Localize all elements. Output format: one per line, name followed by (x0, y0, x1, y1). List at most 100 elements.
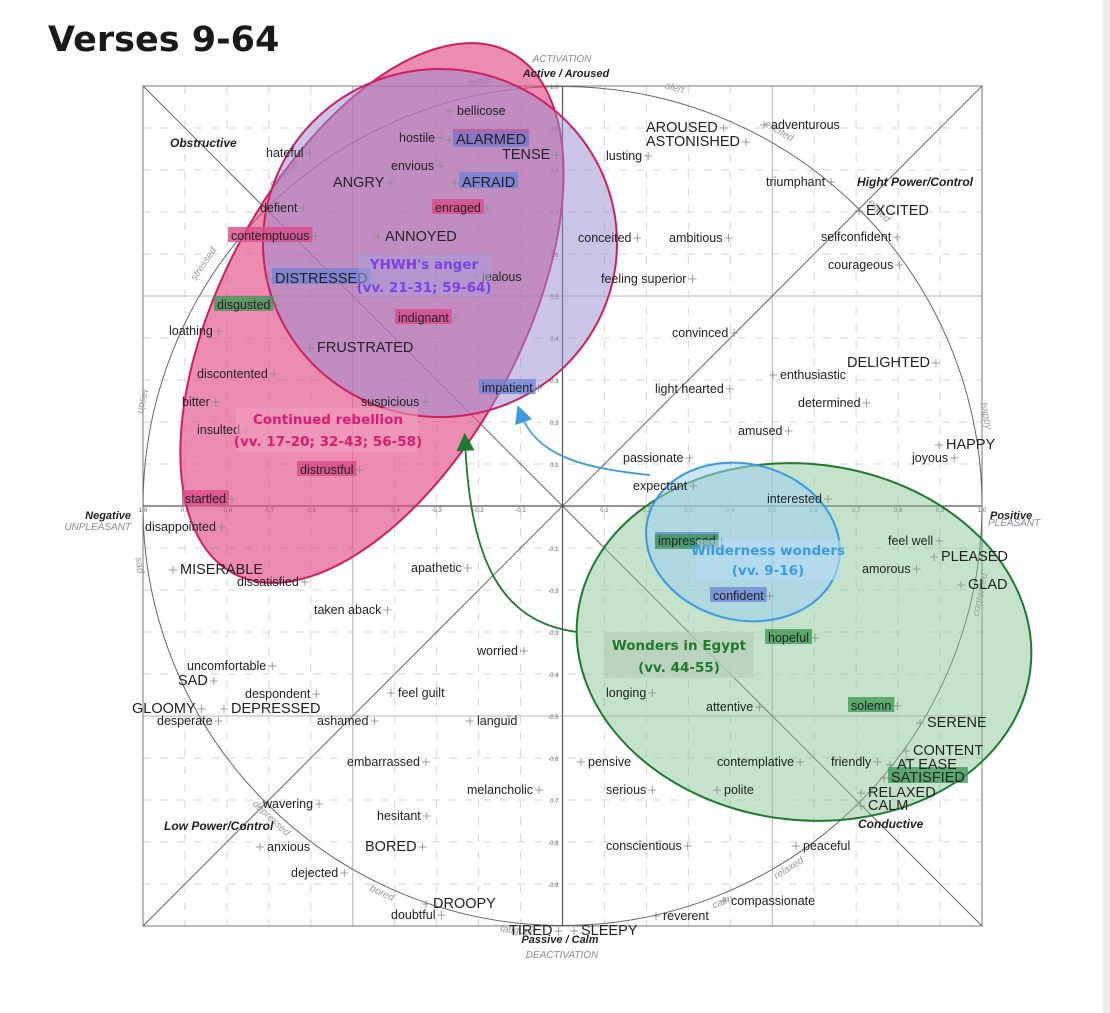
negative-label: Negative (85, 510, 131, 522)
activation-label: ACTIVATION (532, 54, 592, 65)
emotion-item: AT EASE (886, 757, 957, 773)
y-tick-label: 1.0 (550, 85, 559, 91)
emotion-label: ALARMED (456, 132, 526, 148)
emotion-label: BORED (365, 839, 417, 855)
emotion-item: feel well (888, 534, 944, 548)
emotion-item: loathing (169, 324, 223, 338)
y-tick-label: -0.1 (548, 547, 559, 553)
emotion-item: doubtful (391, 908, 446, 922)
emotion-label: AT EASE (897, 757, 957, 773)
page-title: Verses 9-64 (48, 20, 280, 60)
emotion-item: convinced (672, 326, 739, 340)
deactivation-label: DEACTIVATION (526, 950, 599, 961)
y-tick-label: -0.5 (548, 715, 559, 721)
emotion-item: ambitious (669, 231, 733, 245)
low-power-label: Low Power/Control (164, 819, 274, 833)
emotion-label: joyous (911, 451, 948, 465)
emotion-label: indignant (398, 311, 449, 325)
emotion-label: selfconfident (821, 230, 892, 244)
emotion-label: ambitious (669, 231, 723, 245)
emotion-label: longing (606, 686, 646, 700)
emotion-item: despondent (245, 687, 321, 701)
emotion-item: melancholic (467, 783, 544, 797)
emotion-label: solemn (851, 699, 891, 713)
emotion-item: GLAD (957, 577, 1008, 593)
rim-label: alert (664, 80, 687, 96)
emotion-label: peaceful (803, 839, 850, 853)
emotion-item: bellicose (446, 104, 506, 118)
emotion-item: ANGRY (333, 175, 395, 191)
emotion-item: reverent (652, 909, 709, 923)
emotion-label: contemptuous (231, 229, 310, 243)
emotion-label: RELAXED (868, 785, 936, 801)
x-tick-label: 0.9 (936, 508, 945, 514)
x-tick-label: -0.2 (473, 508, 484, 514)
emotion-item: serious (606, 783, 657, 797)
emotion-item: DISTRESSED (264, 271, 368, 287)
emotion-item: SLEEPY (570, 923, 638, 939)
emotion-item: solemn (851, 699, 902, 713)
y-tick-label: 0.7 (550, 799, 559, 805)
emotion-label: ANNOYED (385, 229, 457, 245)
active-label: Active / Aroused (522, 68, 610, 80)
emotion-label: compassionate (731, 894, 815, 908)
egypt-to-rebellion-arrow (456, 432, 578, 633)
emotion-item: hesitant (377, 809, 431, 823)
rebellion-label-bg (236, 408, 418, 452)
emotion-item: CALM (857, 798, 908, 814)
emotion-item: adventurous (760, 118, 840, 132)
x-tick-label: 0.7 (852, 508, 861, 514)
emotion-label: hostile (399, 131, 435, 145)
emotion-item: apathetic (411, 561, 472, 575)
emotion-label: conceited (578, 231, 632, 245)
emotion-label: CONTENT (913, 743, 983, 759)
high-power-label: Hight Power/Control (857, 175, 974, 189)
emotion-item: SAD (178, 673, 218, 689)
emotion-item: PLEASED (930, 549, 1008, 565)
wonders-egypt-title: Wonders in Egypt (612, 638, 747, 654)
emotion-label: defient (260, 201, 298, 215)
highlight-layer (182, 129, 968, 783)
emotion-item: languid (466, 714, 517, 728)
emotion-item: attentive (706, 700, 764, 714)
emotion-item: pensive (577, 755, 631, 769)
emotion-item: conceited (578, 231, 642, 245)
emotion-highlight (459, 172, 519, 188)
emotion-label: insulted (197, 423, 240, 437)
y-tick-label: -0.8 (548, 841, 559, 847)
unpleasant-label: UNPLEASANT (64, 522, 132, 533)
emotion-label: GLOOMY (132, 701, 196, 717)
emotion-label: desperate (157, 714, 213, 728)
emotion-label: MISERABLE (180, 562, 263, 578)
emotion-item: friendly (831, 755, 882, 769)
emotion-item: embarrassed (347, 755, 430, 769)
emotion-item: polite (713, 783, 754, 797)
emotion-item: amorous (862, 562, 921, 576)
emotion-label: discontented (197, 367, 268, 381)
emotion-label: CALM (868, 798, 908, 814)
emotion-label: feel well (888, 534, 933, 548)
emotion-item: ANNOYED (374, 229, 457, 245)
emotion-highlight (297, 461, 357, 476)
positive-label: Positive (990, 510, 1032, 522)
vertical-scrollbar[interactable] (1103, 0, 1110, 1013)
emotion-label: bitter (182, 395, 210, 409)
emotion-label: interested (767, 492, 822, 506)
emotion-item: dissatisfied (237, 575, 309, 589)
yhwh-anger-ellipse (262, 68, 618, 418)
wilderness-wonders-title: Wilderness wonders (691, 543, 845, 559)
yhwh-anger-title: YHWH's anger (369, 257, 479, 273)
emotion-label: DISTRESSED (275, 271, 368, 287)
emotion-item: longing (606, 686, 657, 700)
emotion-label: SAD (178, 673, 208, 689)
emotion-label: confident (713, 589, 764, 603)
emotion-label: ANGRY (333, 175, 385, 191)
emotion-label: envious (391, 159, 434, 173)
emotion-label: DEPRESSED (231, 701, 320, 717)
emotion-item: discontented (197, 367, 278, 381)
emotion-item: FRUSTRATED (306, 340, 413, 356)
emotion-item: ALARMED (445, 132, 526, 148)
emotion-label: wavering (262, 797, 313, 811)
y-tick-label: -0.4 (548, 673, 559, 679)
emotion-highlight (453, 131, 530, 147)
